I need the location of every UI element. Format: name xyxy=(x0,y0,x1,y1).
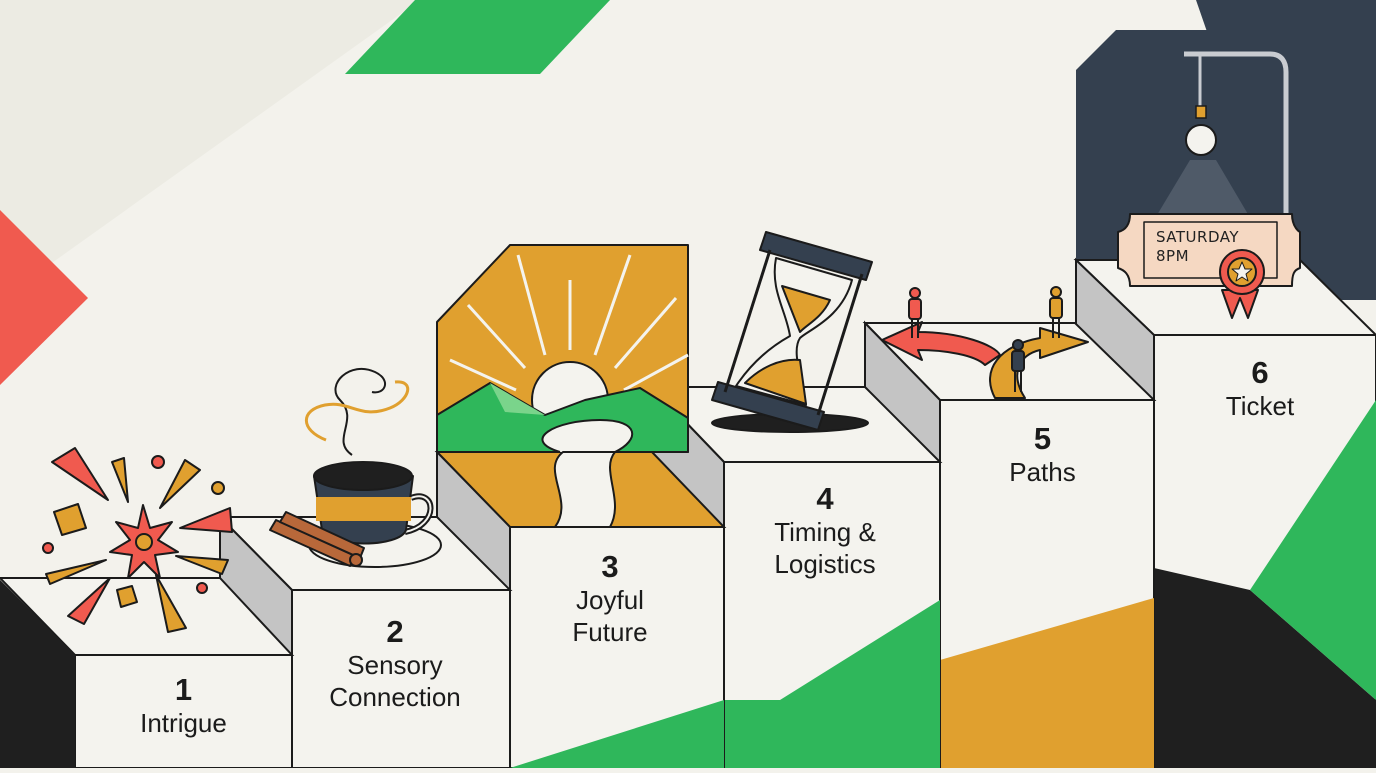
step-5-number: 5 xyxy=(1033,421,1052,456)
step-4-number: 4 xyxy=(816,481,834,516)
step-1-block xyxy=(0,577,295,769)
step-6-label: 6 Ticket xyxy=(1154,356,1366,422)
step-3-title: Joyful Future xyxy=(572,585,648,647)
hourglass-icon xyxy=(711,231,873,433)
step-2-title: Sensory Connection xyxy=(329,650,461,712)
step-3-label: 3 Joyful Future xyxy=(540,550,680,648)
ticket-text: SATURDAY 8PM xyxy=(1156,228,1239,266)
sunrise-landscape-icon xyxy=(436,244,689,528)
ticket-icon xyxy=(1117,213,1301,319)
step-2-label: 2 Sensory Connection xyxy=(292,615,498,713)
step-3-number: 3 xyxy=(601,549,619,584)
step-4-title: Timing & Logistics xyxy=(774,517,876,579)
step-5-label: 5 Paths xyxy=(940,422,1145,488)
ticket-time: 8PM xyxy=(1156,247,1190,265)
step-6-number: 6 xyxy=(1251,355,1269,390)
step-1-number: 1 xyxy=(174,672,193,707)
step-1-title: Intrigue xyxy=(140,708,227,738)
step-4-label: 4 Timing & Logistics xyxy=(750,482,900,580)
step-2-number: 2 xyxy=(386,614,404,649)
diverging-paths-icon xyxy=(881,286,1089,399)
coffee-cup-icon xyxy=(269,367,442,568)
step-1-label: 1 Intrigue xyxy=(75,673,292,739)
step-5-title: Paths xyxy=(1009,457,1076,487)
explosion-icon xyxy=(42,447,233,633)
step-6-title: Ticket xyxy=(1225,391,1295,421)
ticket-day: SATURDAY xyxy=(1156,228,1240,246)
